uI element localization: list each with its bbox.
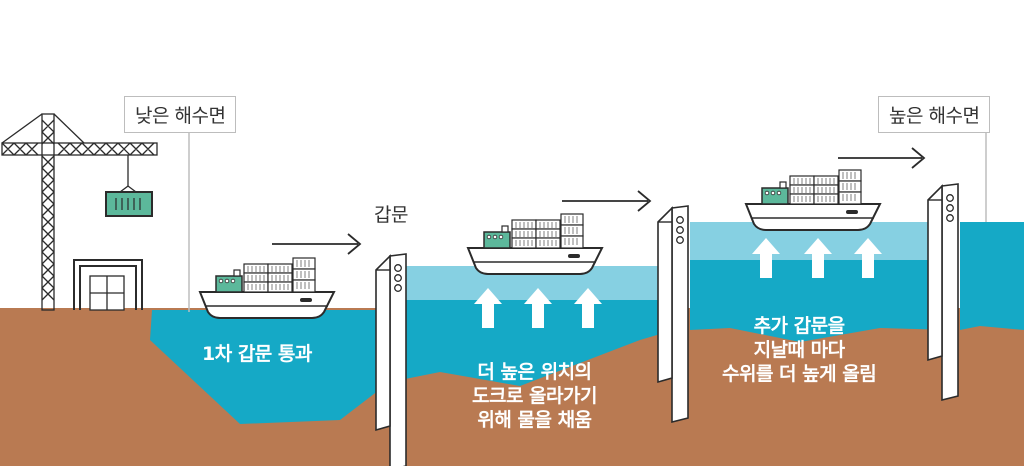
stage-3-caption: 추가 갑문을 지날때 마다 수위를 더 높게 올림 <box>722 314 877 386</box>
direction-arrow-1-icon <box>272 233 362 255</box>
ship-stage-2 <box>467 213 603 275</box>
water-basin-3 <box>690 260 950 342</box>
high-sea-level-label: 높은 해수면 <box>878 96 991 133</box>
high-sea-water <box>960 222 1024 330</box>
caption-line: 1차 갑문 통과 <box>202 343 312 365</box>
container-icon <box>105 191 153 217</box>
caption-line: 더 높은 위치의 <box>477 361 592 383</box>
water-basin-1 <box>150 310 392 424</box>
water-raised-band-2 <box>400 266 674 300</box>
ship-stage-3 <box>745 169 881 231</box>
caption-line: 지날때 마다 <box>753 339 846 361</box>
stage-2-caption: 더 높은 위치의 도크로 올라가기 위해 물을 채움 <box>472 360 597 432</box>
caption-line: 추가 갑문을 <box>753 315 846 337</box>
water-basin-2 <box>400 300 674 386</box>
caption-line: 수위를 더 높게 올림 <box>722 363 877 385</box>
low-sea-level-label: 낮은 해수면 <box>124 96 237 133</box>
lock-gate-label: 갑문 <box>374 204 408 226</box>
caption-line: 위해 물을 채움 <box>477 409 592 431</box>
ship-stage-1 <box>199 257 335 319</box>
crane-icon <box>1 113 158 311</box>
stage-1-caption: 1차 갑문 통과 <box>202 342 312 366</box>
direction-arrow-3-icon <box>838 147 926 169</box>
warehouse-icon <box>73 259 143 311</box>
caption-line: 도크로 올라가기 <box>472 385 597 407</box>
direction-arrow-2-icon <box>562 190 652 212</box>
